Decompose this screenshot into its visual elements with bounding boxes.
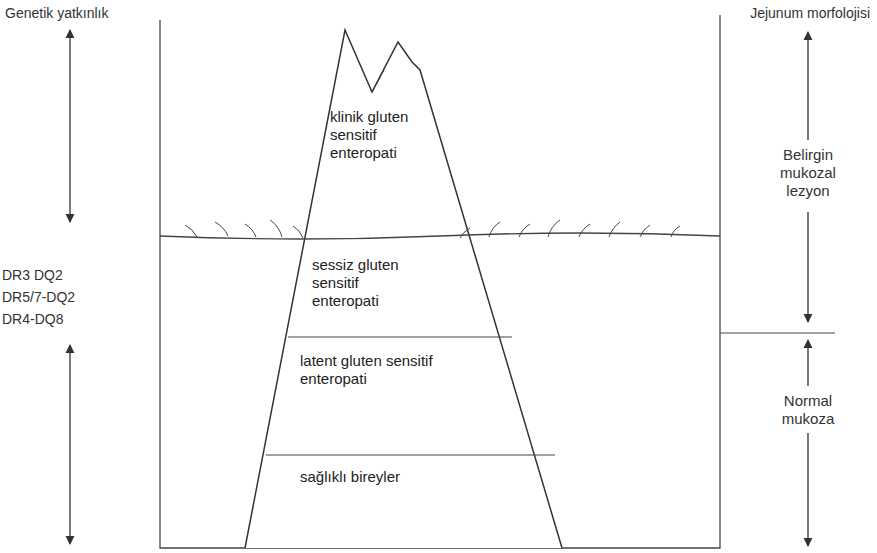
hla-label: DR4-DQ8 <box>2 310 112 328</box>
axis-title: Genetik yatkınlık <box>5 4 165 22</box>
axis-title: Jejunum morfolojisi <box>720 4 870 22</box>
iceberg-band: latent gluten sensitif enteropati <box>300 352 475 388</box>
mucosa-label: Normal mukoza <box>768 392 848 428</box>
band-text: sessiz gluten sensitif enteropati <box>312 256 412 310</box>
hla-label: DR5/7-DQ2 <box>2 288 112 306</box>
iceberg-band: sessiz gluten sensitif enteropati <box>312 256 412 310</box>
band-text: sağlıklı bireyler <box>300 468 470 486</box>
band-text: latent gluten sensitif enteropati <box>300 352 475 388</box>
mucosa-label: Belirgin mukozal lezyon <box>768 146 848 200</box>
iceberg-base-band: sağlıklı bireyler <box>300 468 470 486</box>
hla-label: DR3 DQ2 <box>2 266 112 284</box>
band-text: klinik gluten sensitif enteropati <box>330 108 425 162</box>
iceberg-tip-band: klinik gluten sensitif enteropati <box>330 108 425 162</box>
